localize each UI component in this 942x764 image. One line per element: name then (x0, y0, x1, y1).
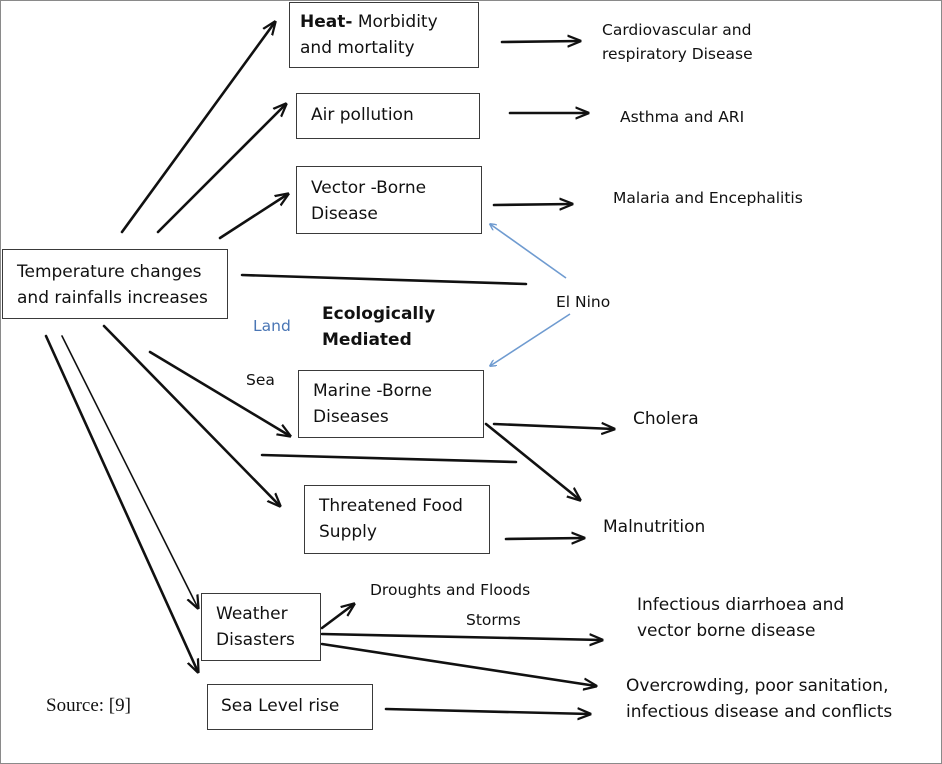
sea-level-box: Sea Level rise (207, 684, 373, 730)
food-label-line1: Threatened Food (319, 496, 463, 516)
arrow-sealevel-to-overcrowding (384, 709, 590, 714)
arrow-weather-to-diarrhoea (320, 632, 602, 640)
arrow-temp-to-vector (218, 194, 288, 240)
outcome-overcrowding-line2: infectious disease and conflicts (626, 702, 893, 722)
vector-borne-box: Vector -Borne Disease (296, 166, 482, 234)
heat-label-rest: Morbidity (352, 12, 438, 32)
outcome-overcrowding: Overcrowding, poor sanitation, infectiou… (626, 673, 892, 725)
arrow-elnino-to-vector (490, 224, 567, 279)
air-pollution-box: Air pollution (296, 93, 480, 139)
food-label-line2: Supply (319, 522, 377, 542)
weather-label-line1: Weather (216, 604, 288, 624)
ecologically-line1: Ecologically (322, 304, 436, 324)
temperature-label-line1: Temperature changes (17, 262, 202, 282)
arrow-marine-to-cholera (492, 424, 614, 429)
marine-label-line1: Marine -Borne (313, 381, 432, 401)
heat-box: Heat- Morbidity and mortality (289, 2, 479, 68)
vector-label-line2: Disease (311, 204, 378, 224)
arrow-temp-to-food (102, 324, 280, 506)
arrow-temp-to-air (156, 104, 286, 234)
food-supply-box: Threatened Food Supply (304, 485, 490, 554)
outcome-diarrhoea-line1: Infectious diarrhoea and (637, 595, 845, 615)
outcome-overcrowding-line1: Overcrowding, poor sanitation, (626, 676, 889, 696)
divider-land (240, 273, 528, 286)
vector-label-line1: Vector -Borne (311, 178, 427, 198)
outcome-asthma: Asthma and ARI (620, 108, 745, 126)
weather-disasters-box: Weather Disasters (201, 593, 321, 661)
heat-label-line2: and mortality (300, 38, 415, 58)
arrow-food-to-malnutrition (504, 538, 584, 539)
arrow-temp-to-heat (120, 22, 275, 234)
ecologically-mediated-label: Ecologically Mediated (322, 301, 435, 353)
heat-bold-label: Heat- (300, 12, 353, 32)
arrow-temp-to-sealevel (44, 334, 198, 672)
outcome-malaria: Malaria and Encephalitis (613, 189, 803, 207)
outcome-cardio: Cardiovascular and respiratory Disease (602, 18, 753, 66)
el-nino-label: El Nino (556, 293, 611, 311)
land-label: Land (253, 317, 291, 335)
sea-level-label: Sea Level rise (221, 696, 340, 716)
outcome-malnutrition: Malnutrition (603, 517, 706, 537)
outcome-cholera: Cholera (633, 409, 699, 429)
arrow-vector-to-malaria (492, 204, 572, 205)
arrow-heat-to-cardio (500, 41, 580, 42)
temperature-box: Temperature changes and rainfalls increa… (2, 249, 228, 319)
outcome-cardio-line2: respiratory Disease (602, 45, 753, 63)
ecologically-line2: Mediated (322, 330, 412, 350)
arrow-weather-to-overcrowding (320, 642, 596, 686)
outcome-diarrhoea: Infectious diarrhoea and vector borne di… (637, 592, 844, 644)
divider-sea (260, 453, 518, 464)
droughts-floods-label: Droughts and Floods (370, 581, 531, 599)
air-pollution-label: Air pollution (311, 105, 414, 125)
marine-borne-box: Marine -Borne Diseases (298, 370, 484, 438)
storms-label: Storms (466, 611, 521, 629)
arrow-elnino-to-marine (490, 313, 571, 366)
source-citation: Source: [9] (46, 695, 131, 716)
marine-label-line2: Diseases (313, 407, 389, 427)
arrow-temp-to-weather (61, 335, 198, 608)
outcome-cardio-line1: Cardiovascular and (602, 21, 752, 39)
outcome-diarrhoea-line2: vector borne disease (637, 621, 816, 641)
arrow-weather-to-droughts (320, 604, 354, 630)
arrow-marine-to-malnutrition (484, 422, 580, 500)
sea-label: Sea (246, 371, 275, 389)
weather-label-line2: Disasters (216, 630, 295, 650)
temperature-label-line2: and rainfalls increases (17, 288, 208, 308)
arrow-temp-to-marine (148, 350, 290, 436)
